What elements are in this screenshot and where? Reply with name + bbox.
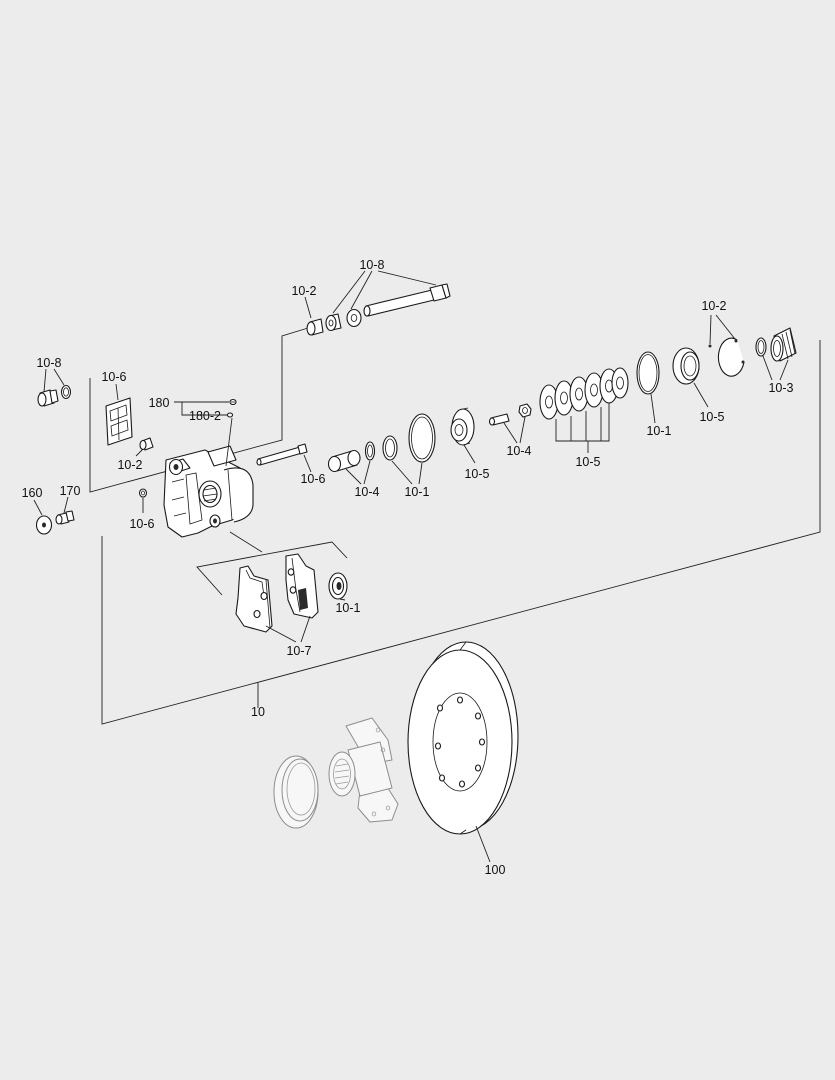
part-seal-10-1-lower (328, 572, 348, 600)
part-seal-10-1-right (636, 351, 660, 395)
label-10-6-left: 10-6 (101, 370, 126, 384)
label-10-3: 10-3 (768, 381, 793, 395)
label-10-1-lower: 10-1 (335, 601, 360, 615)
label-170: 170 (60, 484, 81, 498)
part-brake-pad-10-7-right (285, 553, 319, 619)
part-bleeder-10-2-left (139, 437, 154, 451)
ghost-seal-ring (273, 755, 319, 829)
part-pin-10-6-small (138, 488, 148, 498)
label-10-6-pin: 10-6 (300, 472, 325, 486)
label-100: 100 (485, 863, 506, 877)
part-brake-pad-10-7-left (235, 565, 273, 633)
part-washer-10-8-b (346, 308, 362, 328)
part-long-bolt-10-8 (363, 283, 451, 317)
part-nut-10-4-right (518, 403, 532, 418)
part-oring-10-3 (755, 337, 767, 357)
part-piston-10-5-mid (450, 407, 475, 446)
part-bleeder-180-2 (226, 412, 234, 418)
part-guide-pin-10-6 (256, 443, 308, 466)
part-shim-10-6 (105, 397, 133, 446)
label-10-2-top: 10-2 (291, 284, 316, 298)
part-labels: 10-8 10-2 10-8 10-6 180 180-2 10-2 160 1… (22, 258, 794, 877)
part-seal-10-1-large (408, 413, 436, 463)
label-10-4-mid: 10-4 (354, 485, 379, 499)
label-180: 180 (149, 396, 170, 410)
label-10-5-right: 10-5 (699, 410, 724, 424)
part-piston-10-4 (327, 449, 361, 473)
label-10: 10 (251, 705, 265, 719)
label-180-2: 180-2 (189, 409, 221, 423)
part-washers-10-5 (539, 367, 629, 420)
part-adjuster-nut-10-3 (770, 327, 797, 362)
label-10-1-right: 10-1 (646, 424, 671, 438)
part-plug-10-8-left (37, 389, 59, 407)
label-10-7: 10-7 (286, 644, 311, 658)
assembly-bracket-lines (89, 327, 821, 725)
label-10-8-left: 10-8 (36, 356, 61, 370)
part-brake-disc-100 (407, 641, 519, 835)
part-bearing-10-5-right (672, 347, 700, 385)
label-10-6-bolt: 10-6 (129, 517, 154, 531)
label-10-2-left: 10-2 (117, 458, 142, 472)
part-oring-10-8-left (60, 384, 72, 400)
label-10-1-mid: 10-1 (404, 485, 429, 499)
leader-lines (33, 270, 789, 863)
part-pin-10-4-right (488, 413, 510, 426)
part-pin-170 (55, 510, 75, 525)
label-10-4-right: 10-4 (506, 444, 531, 458)
ghost-hub-adapter (328, 717, 399, 823)
label-10-2-right: 10-2 (701, 299, 726, 313)
part-screw-180 (229, 398, 237, 406)
part-caliper-housing (163, 445, 254, 538)
part-spacer-10-8-a (325, 313, 342, 332)
label-10-5-mid: 10-5 (464, 467, 489, 481)
part-bushing-10-2-top (306, 318, 324, 336)
label-160: 160 (22, 486, 43, 500)
part-snap-ring-10-2 (708, 337, 745, 377)
part-seal-10-1-small (382, 435, 398, 461)
label-10-8-top: 10-8 (359, 258, 384, 272)
part-ring-10-4-small (364, 441, 376, 461)
part-washer-160 (35, 515, 53, 535)
label-10-5-washers: 10-5 (575, 455, 600, 469)
